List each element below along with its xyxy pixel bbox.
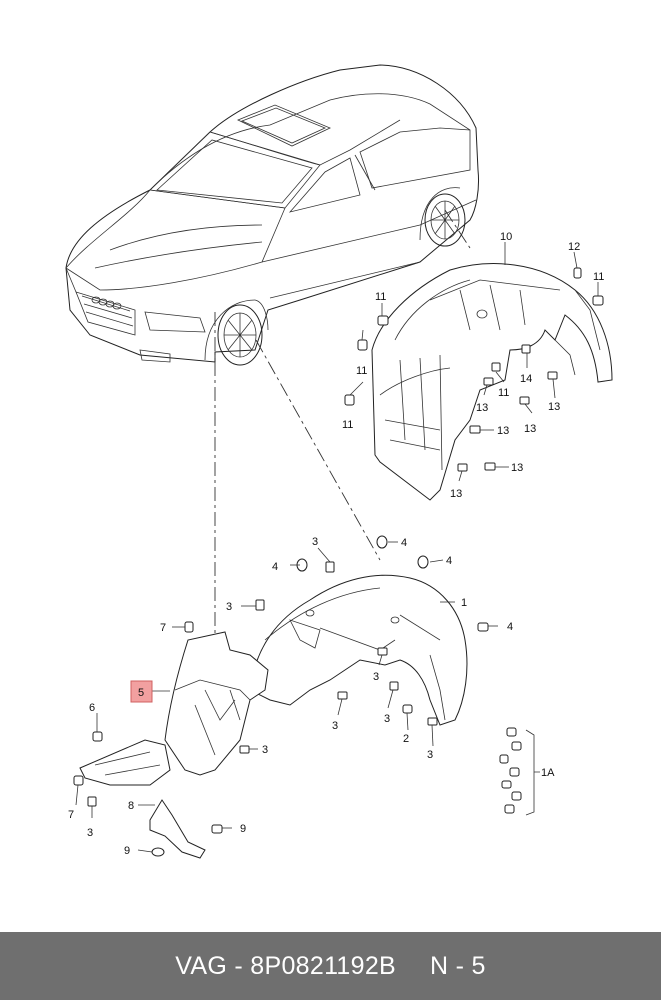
callout-11: 11 [356,365,367,377]
part-number: 8P0821192B [250,951,397,980]
callout-13: 13 [450,488,462,500]
leader-lines [75,242,599,853]
callout-13: 13 [511,462,523,474]
callout-3: 3 [427,749,433,761]
callout-13: 13 [548,401,560,413]
callout-4: 4 [401,537,407,549]
callout-11: 11 [342,419,353,431]
callout-3: 3 [373,671,379,683]
splash-shield [79,631,269,859]
front-wheel-housing-liner [249,574,468,726]
callout-11: 11 [498,387,509,399]
callout-2: 2 [403,733,409,745]
callout-14: 14 [520,373,532,385]
connection-lines [214,209,471,648]
callout-11: 11 [593,271,604,283]
callout-12: 12 [568,241,580,253]
callout-3: 3 [312,536,318,548]
callout-13: 13 [524,423,536,435]
page-reference: N - 5 [430,951,486,980]
highlight-box [130,680,153,703]
callout-3: 3 [226,601,232,613]
callout-10: 10 [500,231,512,243]
callout-3: 3 [87,827,93,839]
callout-4: 4 [507,621,513,633]
callout-3: 3 [262,744,268,756]
callout-4: 4 [272,561,278,573]
callout-9: 9 [240,823,246,835]
callout-1A: 1A [541,767,555,779]
callout-4: 4 [446,555,452,567]
fastener-hardware [73,267,604,857]
car-illustration [65,64,479,366]
callout-3: 3 [384,713,390,725]
part-info-footer: VAG - 8P0821192B N - 5 [0,932,661,1000]
callout-6: 6 [89,702,95,714]
callout-7: 7 [68,809,74,821]
callout-13: 13 [476,402,488,414]
parts-exploded-diagram: 10 12 11 11 11 11 11 14 13 13 13 13 13 1… [65,64,613,859]
separator: - [234,951,244,980]
callout-5: 5 [138,687,144,699]
callout-3: 3 [332,720,338,732]
callout-1: 1 [461,597,467,609]
callout-labels: 10 12 11 11 11 11 11 14 13 13 13 13 13 1… [68,231,604,857]
callout-9: 9 [124,845,130,857]
callout-7: 7 [160,622,166,634]
brand-label: VAG [175,951,228,980]
callout-13: 13 [497,425,509,437]
callout-8: 8 [128,800,134,812]
callout-11: 11 [375,291,386,303]
